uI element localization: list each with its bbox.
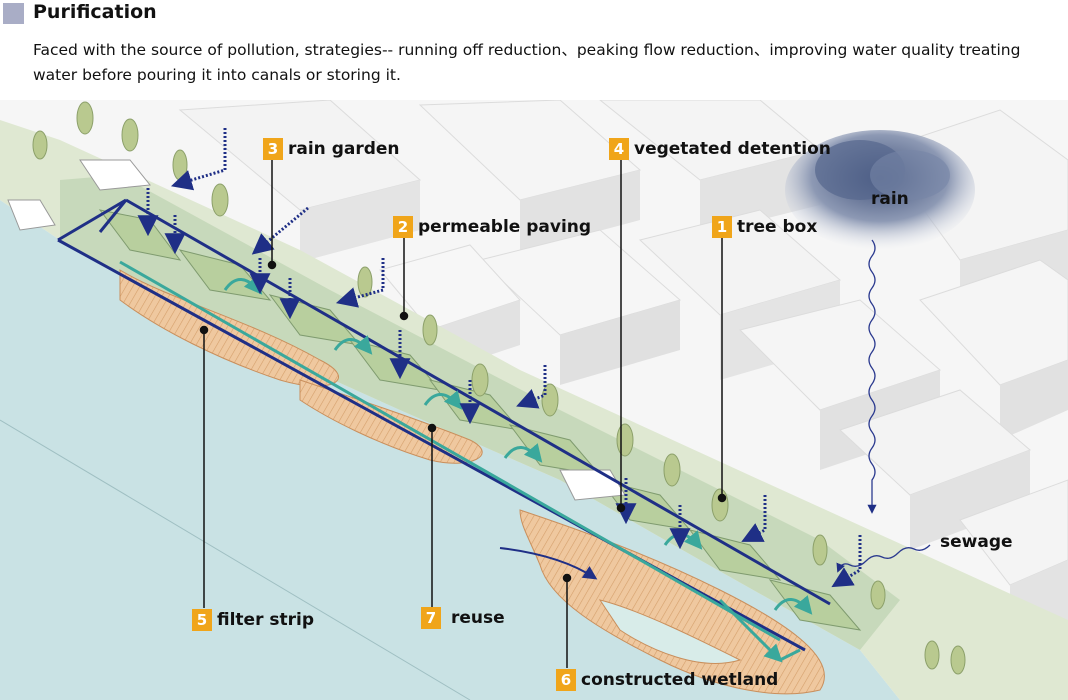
label-permeable-paving: 2 permeable paving [393, 216, 591, 238]
header: Purification Faced with the source of po… [0, 0, 1068, 100]
description: Faced with the source of pollution, stra… [33, 41, 1021, 84]
label-number: 1 [712, 216, 732, 238]
river-depth-line [0, 419, 471, 700]
label-filter-strip: 5 filter strip [192, 609, 314, 631]
label-number: 2 [393, 216, 413, 238]
label-rain-garden: 3 rain garden [263, 138, 400, 160]
rain-cloud [785, 130, 975, 250]
page-title: Purification [33, 1, 157, 23]
label-text: filter strip [217, 610, 315, 630]
title-swatch [3, 3, 24, 24]
sewage-arrow [836, 544, 931, 573]
sewage-annotation: sewage [940, 532, 1013, 552]
label-constructed-wetland: 6 constructed wetland [556, 669, 778, 691]
label-number: 4 [609, 138, 629, 160]
label-number: 7 [421, 607, 441, 629]
label-text: tree box [737, 217, 818, 237]
label-text: rain garden [288, 139, 400, 159]
label-number: 6 [556, 669, 576, 691]
label-reuse: 7 reuse [421, 607, 505, 629]
label-text: vegetated detention [634, 139, 831, 159]
label-number: 3 [263, 138, 283, 160]
inflow-arrows [137, 128, 862, 588]
rain-arrow [867, 239, 877, 514]
label-tree-box: 1 tree box [712, 216, 817, 238]
diagram-scene [0, 100, 1068, 700]
label-text: permeable paving [418, 217, 592, 237]
label-text: reuse [451, 608, 505, 628]
label-text: constructed wetland [581, 670, 779, 690]
label-number: 5 [192, 609, 212, 631]
leader-lines [199, 160, 727, 668]
label-vegetated-detention: 4 vegetated detention [609, 138, 831, 160]
rain-annotation: rain [871, 189, 909, 209]
